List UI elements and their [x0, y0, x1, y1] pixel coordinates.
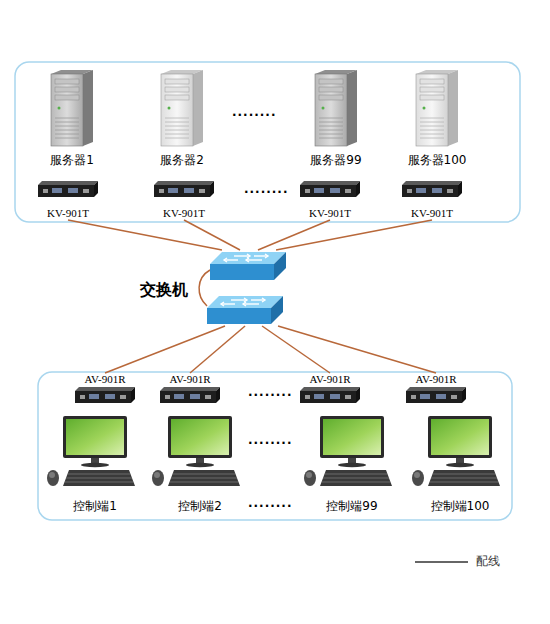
ellipsis-dots: ........	[248, 434, 292, 446]
transmitter-icon	[402, 181, 462, 197]
server-node: 服务器100	[394, 66, 480, 168]
cable-line	[258, 220, 330, 250]
receiver-icon	[300, 387, 360, 403]
console-icon	[152, 416, 240, 486]
server-panel	[15, 62, 520, 222]
switch-link	[199, 270, 210, 306]
cable-line	[276, 220, 432, 250]
node-label: 服务器100	[394, 154, 480, 168]
console-icon	[47, 416, 135, 486]
cable-line	[258, 220, 330, 250]
switch-icons	[199, 252, 286, 324]
transmitter-node: KV-901T	[30, 178, 106, 220]
transmitter-icon	[38, 181, 98, 197]
node-label: 控制端100	[407, 500, 513, 514]
node-label: KV-901T	[394, 207, 470, 220]
node-label: 控制端99	[299, 500, 405, 514]
transmitter-icon	[154, 181, 214, 197]
server-node: 服务器2	[139, 66, 225, 168]
switch-node: 交换机	[135, 250, 287, 326]
cable-line	[278, 326, 436, 373]
node-label: KV-901T	[146, 207, 222, 220]
cable-line	[190, 326, 245, 373]
receiver-node: AV-901R	[398, 373, 474, 405]
server-icons	[51, 70, 458, 146]
console-icon	[304, 416, 392, 486]
ellipsis-dots: ........	[232, 106, 276, 118]
node-label: AV-901R	[67, 373, 143, 386]
ellipsis-dots: ........	[244, 183, 288, 195]
cable-line	[278, 326, 436, 373]
cable-line	[184, 220, 240, 250]
cable-line	[68, 220, 222, 250]
node-label: KV-901T	[30, 207, 106, 220]
cable-line	[190, 326, 245, 373]
server-node: 服务器1	[29, 66, 115, 168]
node-label: AV-901R	[398, 373, 474, 386]
ellipsis-dots: ........	[248, 497, 292, 509]
receiver-icon	[75, 387, 135, 403]
node-label: 交换机	[140, 281, 188, 299]
cable-line	[105, 326, 225, 373]
console-icon	[412, 416, 500, 486]
transmitter-node: KV-901T	[146, 178, 222, 220]
console-node: 控制端2	[147, 414, 253, 514]
node-label: 控制端2	[147, 500, 253, 514]
cable-line	[276, 220, 432, 250]
server-icon	[51, 70, 93, 146]
receiver-node: AV-901R	[67, 373, 143, 405]
node-label: AV-901R	[292, 373, 368, 386]
transmitter-icon	[300, 181, 360, 197]
console-node: 控制端99	[299, 414, 405, 514]
server-icon	[161, 70, 203, 146]
node-label: 服务器1	[29, 154, 115, 168]
console-panel	[38, 372, 512, 520]
cable-line	[184, 220, 240, 250]
legend-swatch	[415, 561, 468, 563]
server-node: 服务器99	[293, 66, 379, 168]
server-icon	[416, 70, 458, 146]
receiver-icon	[160, 387, 220, 403]
transmitter-icons	[38, 181, 462, 197]
console-icons	[47, 416, 500, 486]
ellipsis-dots: ........	[248, 386, 292, 398]
node-label: AV-901R	[152, 373, 228, 386]
console-node: 控制端100	[407, 414, 513, 514]
cable-line	[68, 220, 222, 250]
switch-icon	[210, 252, 286, 280]
cable-line	[262, 326, 330, 373]
receiver-icon	[406, 387, 466, 403]
receiver-icons	[75, 387, 466, 403]
console-node: 控制端1	[42, 414, 148, 514]
receiver-node: AV-901R	[152, 373, 228, 405]
receiver-node: AV-901R	[292, 373, 368, 405]
node-label: 服务器2	[139, 154, 225, 168]
cable-line	[105, 326, 225, 373]
transmitter-node: KV-901T	[292, 178, 368, 220]
legend-label: 配线	[476, 554, 500, 568]
transmitter-node: KV-901T	[394, 178, 470, 220]
node-label: 控制端1	[42, 500, 148, 514]
node-label: KV-901T	[292, 207, 368, 220]
server-icon	[315, 70, 357, 146]
node-label: 服务器99	[293, 154, 379, 168]
switch-icon	[207, 296, 283, 324]
cable-line	[262, 326, 330, 373]
